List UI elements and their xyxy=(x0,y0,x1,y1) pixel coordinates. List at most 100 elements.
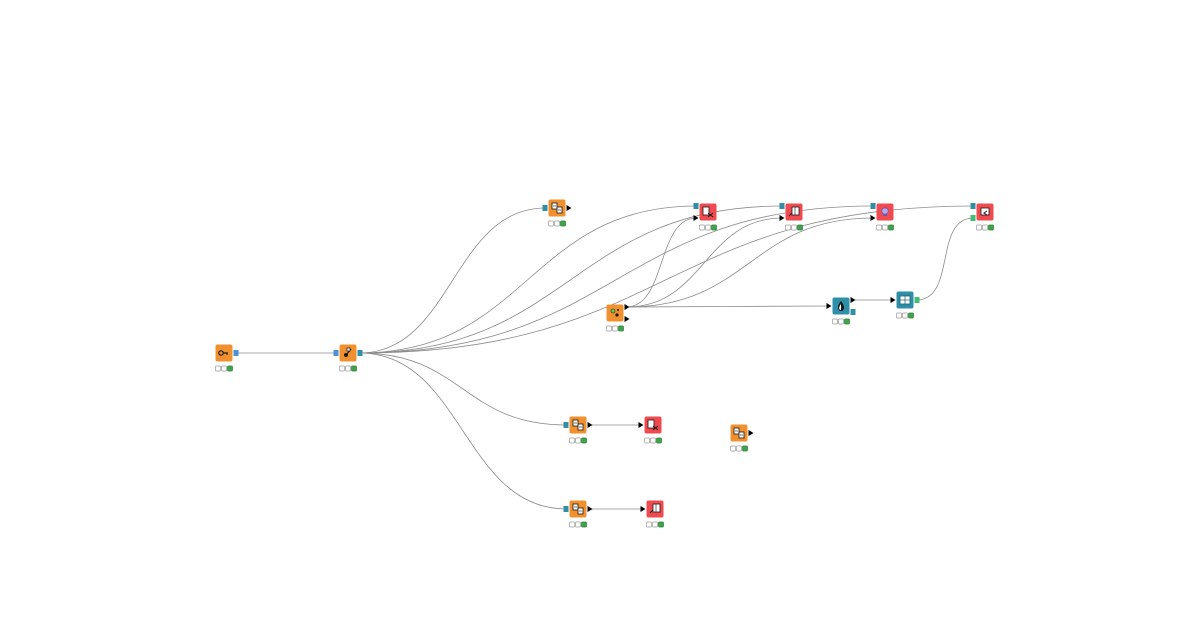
node-n14[interactable] xyxy=(563,500,593,528)
input-port-n11-0[interactable] xyxy=(563,422,569,428)
node-n2[interactable] xyxy=(333,344,363,372)
node-n1[interactable] xyxy=(215,344,239,372)
input-port-n12-0[interactable] xyxy=(638,422,644,428)
status-indicator xyxy=(569,437,587,444)
status-indicator xyxy=(339,365,357,372)
input-port-n15-0[interactable] xyxy=(640,506,646,512)
db-query-icon xyxy=(572,419,584,431)
node-n6[interactable] xyxy=(870,203,894,231)
key-icon xyxy=(218,350,228,356)
node-n13[interactable] xyxy=(730,424,754,452)
connection-n8-n4[interactable] xyxy=(626,217,697,308)
input-port-n3-0[interactable] xyxy=(542,205,548,211)
file-writer-icon-glyph xyxy=(980,207,990,216)
status-empty-light xyxy=(569,437,575,444)
file-writer-icon xyxy=(980,207,990,216)
status-ok-light xyxy=(560,220,566,227)
output-port-n2-0[interactable] xyxy=(357,350,363,356)
status-ok-light xyxy=(711,224,717,231)
connection-n2-n6[interactable] xyxy=(359,205,874,354)
input-port-n7-1[interactable] xyxy=(970,215,976,221)
status-indicator xyxy=(569,521,587,528)
connection-n2-n5[interactable] xyxy=(359,205,783,354)
node-n4[interactable] xyxy=(693,203,717,231)
connection-n2-n3[interactable] xyxy=(359,207,546,354)
status-empty-light xyxy=(832,318,838,325)
status-indicator xyxy=(976,224,994,231)
status-empty-light xyxy=(882,224,888,231)
data-generator-icon-glyph xyxy=(610,308,616,314)
node-n9[interactable] xyxy=(826,297,856,325)
input-port-n2-0[interactable] xyxy=(333,350,339,356)
db-writer-icon-glyph xyxy=(647,419,655,429)
status-empty-light xyxy=(699,224,705,231)
node-n5[interactable] xyxy=(779,203,803,231)
file-writer-icon-glyph xyxy=(983,210,988,216)
input-port-n10-0[interactable] xyxy=(890,297,896,303)
connection-n2-n4[interactable] xyxy=(359,205,697,354)
connection-n8-n9[interactable] xyxy=(626,305,830,308)
output-port-n11-0[interactable] xyxy=(587,422,593,428)
connection-n2-n14[interactable] xyxy=(359,352,567,510)
connection-n8-n5[interactable] xyxy=(626,217,783,308)
status-indicator xyxy=(644,437,662,444)
node-n11[interactable] xyxy=(563,416,593,444)
output-port-n8-1[interactable] xyxy=(624,316,630,322)
status-ok-light xyxy=(581,437,587,444)
output-port-n1-0[interactable] xyxy=(233,350,239,356)
status-ok-light xyxy=(988,224,994,231)
status-ok-light xyxy=(844,318,850,325)
output-port-n8-0[interactable] xyxy=(624,304,630,310)
output-port-n10-0[interactable] xyxy=(914,297,920,303)
connection-n2-n7[interactable] xyxy=(359,205,974,354)
status-empty-light xyxy=(644,437,650,444)
input-port-n4-1[interactable] xyxy=(693,215,699,221)
status-ok-light xyxy=(742,445,748,452)
status-ok-light xyxy=(227,365,233,372)
input-port-n5-0[interactable] xyxy=(779,203,785,209)
grid-view-icon xyxy=(899,295,911,305)
db-transform-icon xyxy=(551,202,563,214)
status-empty-light xyxy=(785,224,791,231)
input-port-n4-0[interactable] xyxy=(693,203,699,209)
node-n3[interactable] xyxy=(542,199,572,227)
status-empty-light xyxy=(650,437,656,444)
node-n15[interactable] xyxy=(640,500,664,528)
node-n7[interactable] xyxy=(970,203,994,231)
status-indicator xyxy=(896,312,914,319)
input-port-n7-0[interactable] xyxy=(970,203,976,209)
status-indicator xyxy=(606,325,624,332)
output-port-n3-0[interactable] xyxy=(566,205,572,211)
db-writer-icon xyxy=(702,206,714,218)
status-ok-light xyxy=(581,521,587,528)
node-n10[interactable] xyxy=(890,291,920,319)
input-port-n6-0[interactable] xyxy=(870,203,876,209)
connection-n10-n7[interactable] xyxy=(916,217,974,301)
node-body-n8[interactable] xyxy=(606,304,624,322)
db-writer-icon-glyph xyxy=(652,425,659,431)
connection-n2-n11[interactable] xyxy=(359,352,567,426)
output-port-n9-0[interactable] xyxy=(850,297,856,303)
db-writer-icon xyxy=(647,419,659,431)
input-port-n9-0[interactable] xyxy=(826,303,832,309)
connection-n8-n6[interactable] xyxy=(626,217,874,308)
table-writer-icon-glyph xyxy=(791,206,800,216)
status-ok-light xyxy=(618,325,624,332)
node-n12[interactable] xyxy=(638,416,662,444)
input-port-n14-0[interactable] xyxy=(563,506,569,512)
status-ok-light xyxy=(797,224,803,231)
status-empty-light xyxy=(215,365,221,372)
connector-icon xyxy=(344,347,352,357)
status-indicator xyxy=(730,445,748,452)
cloud-writer-icon-glyph xyxy=(881,207,889,215)
status-empty-light xyxy=(339,365,345,372)
connector-icon-glyph xyxy=(346,347,351,352)
node-n8[interactable] xyxy=(606,304,630,332)
table-writer-icon-glyph xyxy=(649,509,654,514)
input-port-n6-1[interactable] xyxy=(870,215,876,221)
output-port-n14-0[interactable] xyxy=(587,506,593,512)
input-port-n5-1[interactable] xyxy=(779,215,785,221)
output-port-n9-1[interactable] xyxy=(850,309,856,315)
output-port-n13-0[interactable] xyxy=(748,430,754,436)
